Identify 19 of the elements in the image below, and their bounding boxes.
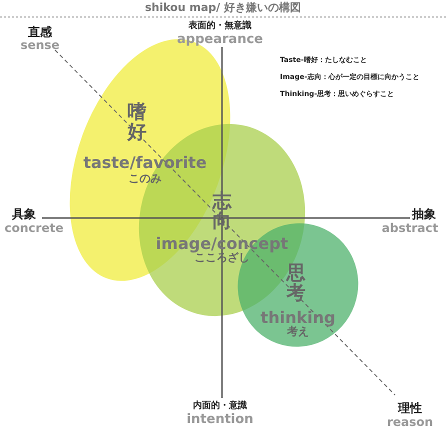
axis-pole-label: reason (386, 416, 434, 428)
diagram-title: shikou map/ 好き嫌いの構図 (145, 2, 301, 13)
axis-pole-label: 内面的・意識 (193, 402, 247, 411)
axis-pole-label: 理性 (398, 402, 422, 414)
kanji-heading: 嗜好 (127, 103, 147, 143)
axis-pole-label: sense (20, 39, 60, 51)
axis-pole-label: 直感 (28, 26, 52, 38)
axis-pole-label: 具象 (12, 208, 36, 220)
kana-reading: 考え (287, 326, 309, 337)
kana-reading: このみ (128, 173, 162, 184)
kanji-heading: 思考 (286, 264, 306, 304)
english-term: taste/favorite (83, 155, 207, 171)
axis-pole-label: 表面的・無意識 (188, 22, 252, 31)
english-term: thinking (260, 310, 336, 326)
axis-pole-label: concrete (4, 222, 64, 234)
axis-pole-label: intention (186, 413, 254, 426)
axis-pole-label: abstract (382, 222, 438, 234)
axis-pole-label: 抽象 (412, 208, 436, 220)
axis-pole-label: appearance (177, 33, 263, 46)
